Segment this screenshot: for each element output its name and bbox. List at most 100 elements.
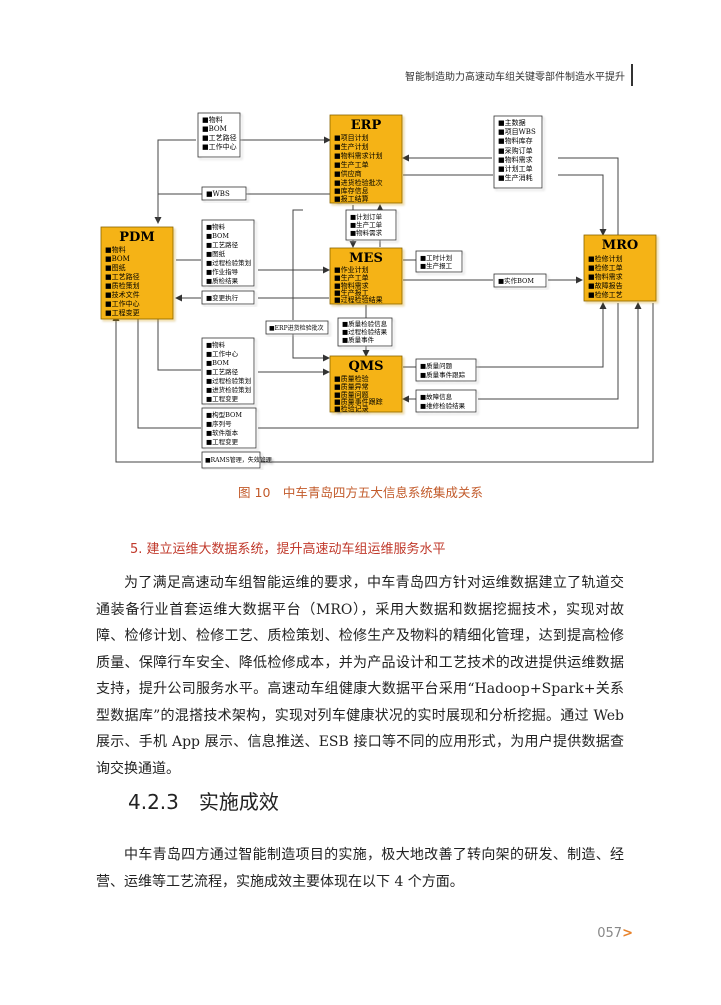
page-number-text: 057: [597, 926, 623, 941]
flow-item: ■质量检验信息: [342, 319, 388, 328]
flow-item: ■工作中心: [202, 142, 237, 151]
flow-item: ■维修检验结果: [420, 401, 466, 410]
erp-item: ■库存信息: [334, 186, 369, 195]
flow-item: ■项目WBS: [498, 128, 536, 136]
erp-item: ■生产工单: [334, 160, 369, 169]
pdm-item: ■物料: [105, 245, 126, 254]
qms-title: QMS: [348, 359, 383, 374]
flow-mro-to-pdm: ■RAMS管理，失效管理: [201, 451, 272, 469]
flow-item: ■WBS: [206, 190, 230, 198]
flow-item: ■图纸: [206, 249, 226, 258]
flow-item: ■物料需求: [350, 228, 383, 237]
flow-item: ■故障信息: [420, 392, 453, 401]
pdm-system-box: PDM ■物料 ■BOM ■图纸 ■工艺路径 ■质检策划 ■技术文件 ■工作中心…: [100, 226, 174, 320]
mes-item: ■生产工单: [334, 273, 369, 282]
flow-mes-to-pdm: ■变更执行: [201, 290, 255, 305]
flow-item: ■过程检验策划: [206, 376, 251, 385]
flow-item: ■进货检验策划: [206, 385, 251, 394]
mro-item: ■检修工单: [588, 263, 623, 272]
pdm-item: ■BOM: [105, 255, 130, 263]
header-divider: [631, 64, 633, 86]
figure-caption: 图 10 中车青岛四方五大信息系统集成关系: [238, 485, 483, 500]
flow-item: ■过程检验结果: [342, 327, 388, 336]
mro-title: MRO: [602, 238, 639, 253]
flow-pdm-to-mro: ■构型BOM ■序列号 ■软件版本 ■工程变更: [201, 407, 257, 449]
flow-item: ■作业指导: [206, 267, 239, 276]
flow-item: ■BOM: [206, 232, 229, 240]
flow-item: ■工艺路径: [202, 133, 237, 142]
mro-item: ■故障报告: [588, 281, 623, 290]
flow-item: ■质量事件跟踪: [420, 370, 466, 379]
section-5-paragraph: 为了满足高速动车组智能运维的要求，中车青岛四方针对运维数据建立了轨道交通装备行业…: [96, 575, 624, 777]
mro-item: ■检修计划: [588, 254, 623, 263]
flow-mro-to-qms: ■故障信息 ■维修检验结果: [415, 389, 477, 413]
erp-title: ERP: [351, 118, 382, 133]
flow-item: ■物料: [206, 340, 226, 349]
flow-item: ■计划工单: [498, 164, 533, 173]
erp-item: ■进货检验批次: [334, 178, 383, 187]
flow-item: ■实作BOM: [498, 276, 534, 285]
flow-mro-to-erp: ■主数据 ■项目WBS ■物料库存 ■采购订单 ■物料需求 ■计划工单 ■生产消…: [493, 115, 543, 189]
mro-item: ■物料需求: [588, 272, 623, 281]
mro-system-box: MRO ■检修计划 ■检修工单 ■物料需求 ■故障报告 ■检修工艺: [583, 234, 657, 302]
page-arrow-icon: >: [622, 926, 633, 941]
erp-item: ■物料需求计划: [334, 151, 383, 160]
qms-item: ■质量异常: [334, 382, 369, 391]
pdm-item: ■工程变更: [105, 308, 140, 317]
pdm-item: ■图纸: [105, 263, 126, 272]
qms-item: ■检验记录: [334, 404, 369, 413]
page-number: 057>: [597, 926, 633, 941]
flow-item: ■ERP进货检验批次: [269, 324, 324, 332]
section-5-heading: 5. 建立运维大数据系统，提升高速动车组运维服务水平: [130, 542, 446, 557]
section-4-2-3-heading: 4.2.3 实施成效: [128, 790, 279, 814]
flow-item: ■工时计划: [420, 253, 452, 262]
erp-item: ■生产计划: [334, 142, 369, 151]
flow-item: ■物料需求: [498, 155, 533, 164]
flow-item: ■主数据: [498, 118, 526, 127]
flow-item: ■变更执行: [206, 293, 239, 302]
flow-item: ■质检结果: [206, 276, 239, 285]
flow-item: ■BOM: [206, 359, 229, 367]
pdm-item: ■质检策划: [105, 281, 140, 290]
running-header: 智能制造助力高速动车组关键零部件制造水平提升: [405, 72, 625, 83]
flow-item: ■计划订单: [350, 212, 383, 221]
flow-item: ■工程变更: [206, 437, 239, 446]
qms-item: ■质量问题: [334, 390, 369, 399]
qms-item: ■质量检验: [334, 374, 369, 383]
flow-item: ■工艺路径: [206, 367, 239, 376]
mes-item: ■生产报工: [334, 288, 369, 297]
flow-qms-to-mro: ■质量问题 ■质量事件跟踪: [415, 358, 477, 382]
flow-item: ■物料库存: [498, 136, 533, 145]
mes-system-box: MES ■作业计划 ■生产工单 ■物料需求 ■生产报工 ■过程检验结果: [329, 247, 403, 305]
flow-item: ■构型BOM: [206, 410, 242, 419]
flow-item: ■软件版本: [206, 428, 239, 437]
flow-mes-to-qms: ■质量检验信息 ■过程检验结果 ■质量事件: [337, 317, 393, 347]
mes-item: ■物料需求: [334, 281, 369, 290]
flow-mes-to-mro: ■实作BOM: [493, 273, 547, 288]
flow-item: ■序列号: [206, 419, 232, 428]
flow-item: ■过程检验策划: [206, 258, 251, 267]
flow-pdm-to-erp: ■物料 ■BOM ■工艺路径 ■工作中心: [197, 112, 241, 158]
flow-item: ■工作中心: [206, 349, 239, 358]
flow-erp-to-qms: ■ERP进货检验批次: [265, 320, 329, 335]
qms-item: ■质量事件跟踪: [334, 397, 383, 406]
qms-system-box: QMS ■质量检验 ■质量异常 ■质量问题 ■质量事件跟踪 ■检验记录: [329, 355, 403, 413]
flow-item: ■工艺路径: [206, 240, 239, 249]
flow-mes-to-erp: ■工时计划 ■生产报工: [415, 250, 463, 273]
pdm-title: PDM: [119, 230, 154, 245]
mro-item: ■检修工艺: [588, 290, 623, 299]
flow-item: ■质量事件: [342, 335, 375, 344]
pdm-item: ■工作中心: [105, 299, 140, 308]
flow-item: ■RAMS管理，失效管理: [205, 456, 272, 464]
erp-system-box: ERP ■项目计划 ■生产计划 ■物料需求计划 ■生产工单 ■供应商 ■进货检验…: [329, 114, 403, 204]
flow-pdm-to-qms: ■物料 ■工作中心 ■BOM ■工艺路径 ■过程检验策划 ■进货检验策划 ■工程…: [201, 337, 255, 405]
erp-item: ■项目计划: [334, 133, 369, 142]
flow-item: ■质量问题: [420, 361, 453, 370]
mes-item: ■过程检验结果: [334, 295, 383, 304]
flow-item: ■BOM: [202, 125, 227, 133]
flow-pdm-to-mes: ■物料 ■BOM ■工艺路径 ■图纸 ■过程检验策划 ■作业指导 ■质检结果: [201, 219, 255, 287]
erp-item: ■报工结算: [334, 194, 369, 203]
flow-item: ■物料: [206, 222, 226, 231]
flow-item: ■物料: [202, 115, 223, 124]
system-integration-diagram: ■物料 ■BOM ■工艺路径 ■工作中心 ■主数据 ■项目WBS ■物料库存 ■…: [98, 110, 668, 470]
